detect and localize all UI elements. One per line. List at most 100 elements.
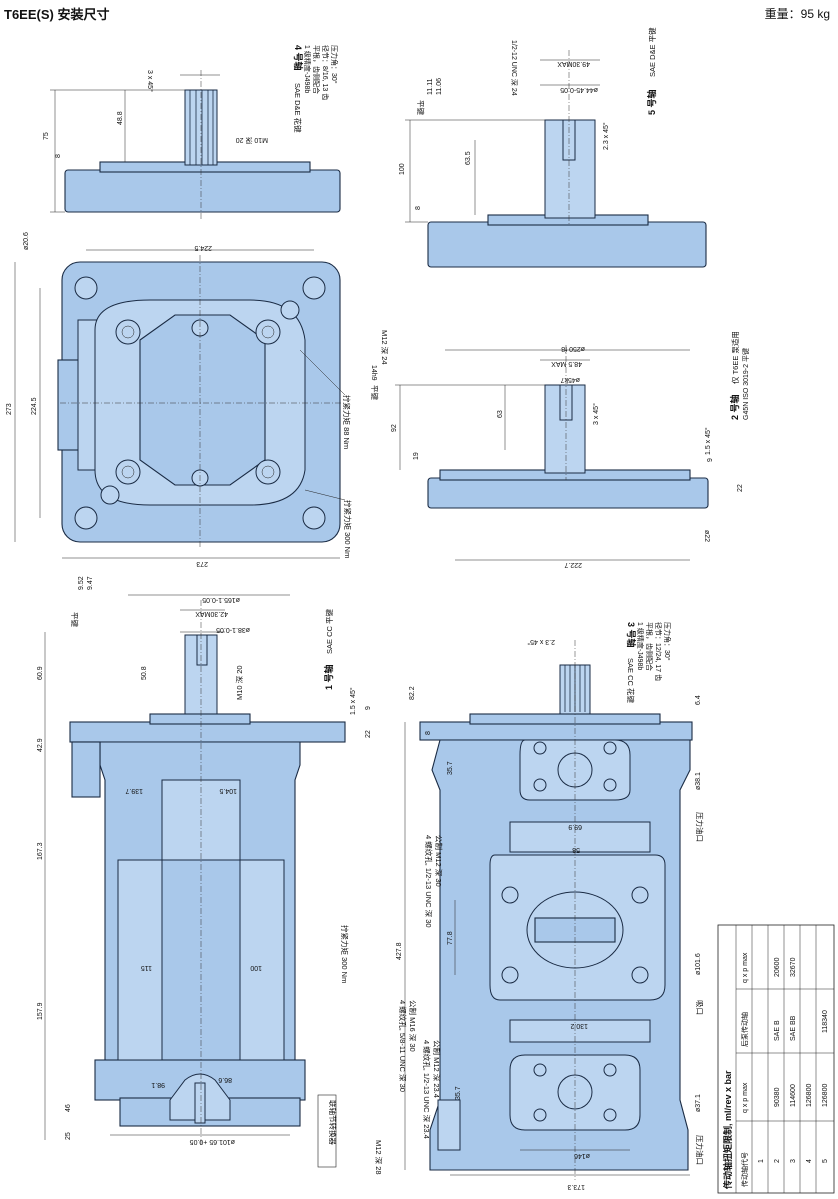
- shaft3-title: 3 号轴: [626, 622, 637, 648]
- flange-face-view: 224.5 ø20.6 273 224.5 273 拧紧力矩 88 Nm 拧紧力…: [6, 232, 353, 567]
- top-d273b: 273: [196, 560, 208, 567]
- front-d115: 115: [141, 964, 152, 971]
- shaft1-m10: M10 深 20: [235, 665, 244, 700]
- table-header-0: 传动轴代号: [740, 1152, 749, 1187]
- shaft1-d381: ø38.1-0.05: [216, 626, 250, 633]
- shaft2-m12: M12 深 24: [380, 330, 389, 365]
- weight-label: 重量：95 kg: [764, 7, 830, 21]
- table-header-1: q x p max: [742, 1082, 749, 1113]
- shaft2-d250: ø250 f8: [561, 345, 585, 352]
- shaft3-spec2: 平根，齿侧配合: [645, 622, 654, 671]
- top-torque2: 拧紧力矩 300 Nm: [343, 500, 353, 558]
- table-cell-3-1: 126800: [806, 1084, 813, 1107]
- table-cell-1-3: 20600: [774, 957, 781, 977]
- front-d1397: 139.7: [125, 787, 143, 794]
- side-unc1m: 公制 M12 深 30: [434, 835, 444, 887]
- shaft5-type: SAE D&E 平键: [647, 27, 657, 77]
- shaft4-type: SAE D&E 花键: [293, 83, 303, 133]
- table-title: 传动轴扭矩限制, ml/rev x bar: [722, 1070, 733, 1190]
- top-d2245: 224.5: [194, 244, 212, 251]
- side-dia381: ø38.1: [695, 772, 702, 790]
- shaft2-title: 2 号轴: [729, 394, 740, 420]
- front-bore: ø101.65 +0.05: [190, 1138, 235, 1145]
- side-d357b: 35.7: [455, 1086, 462, 1100]
- table-cell-1-0: 2: [774, 1159, 781, 1163]
- shaft5-d1111: 11.11: [427, 78, 434, 95]
- side-dia1016: ø101.6: [695, 953, 702, 975]
- table-cell-5-1: 118340: [822, 1010, 829, 1033]
- shaft3-spec1: 1 级精度-J498b: [636, 622, 645, 670]
- shaft4-chamfer: 3 x 45°: [146, 70, 154, 92]
- page-title: T6EE(S) 安装尺寸: [4, 7, 110, 22]
- front-d1579: 157.9: [37, 1002, 44, 1020]
- side-d1302: 130.2: [570, 1022, 588, 1029]
- side-view: 2.3 x 45° 82.2 8 6.4 3 号轴 SAE CC 花键 1 级精…: [374, 622, 705, 1190]
- shaft2-d63: 63: [497, 410, 504, 418]
- front-d1045: 104.5: [219, 787, 237, 794]
- side-d4278: 427.8: [396, 942, 403, 960]
- shaft1-title: 1 号轴: [323, 664, 334, 690]
- shaft1-d952: 9.52: [78, 576, 85, 590]
- shaft5-title: 5 号轴: [646, 89, 657, 115]
- shaft4-spec3: 径节：8/16, 13 齿: [321, 45, 330, 100]
- shaft1-d4230: 42.30MAX: [195, 610, 228, 617]
- shaft2-d222: ø22: [703, 530, 710, 542]
- front-d429: 42.9: [37, 738, 44, 752]
- shaft5-d4930: 49.30MAX: [557, 60, 590, 67]
- shaft1-d508: 50.8: [141, 666, 148, 680]
- shaft2-key: 平键: [370, 385, 380, 400]
- side-d778: 77.8: [447, 931, 454, 945]
- shaft5-chamfer: 2.3 x 45°: [602, 122, 610, 150]
- shaft2-d22: 22: [737, 484, 744, 492]
- side-d699: 69.9: [568, 823, 582, 830]
- front-d46: 46: [65, 1104, 72, 1112]
- table-cell-2-0: 3: [790, 1159, 797, 1163]
- front-torque: 拧紧力矩 300 Nm: [340, 925, 350, 983]
- shaft2-chamfer: 3 x 45°: [592, 403, 600, 425]
- torque-table: 传动轴扭矩限制, ml/rev x bar 传动轴代号 q x p max 后泵…: [717, 924, 835, 1194]
- shaft2-chamfer2: 1.5 x 45°: [704, 427, 712, 455]
- front-d866: 86.6: [218, 1076, 232, 1083]
- side-unc1: 4 螺纹孔, 1/2-13 UNC 深 30: [424, 835, 434, 928]
- table-cell-0-0: 1: [758, 1159, 765, 1163]
- shaft3-d8: 8: [425, 731, 432, 735]
- table-cell-4-1: 126800: [822, 1084, 829, 1107]
- side-dia371: ø37.1: [695, 1094, 702, 1112]
- side-d1733: 173.3: [567, 1183, 585, 1190]
- front-view: ø165.1-0.05 42.30MAX ø38.1-0.05 50.8 60.…: [37, 576, 372, 1168]
- shaft5-dia: ø44.45-0.05: [560, 86, 598, 93]
- table-cell-4-0: 5: [822, 1159, 829, 1163]
- side-d146: ø146: [574, 1152, 590, 1159]
- shaft2-note1: 仅 T6EE 泵适用: [730, 331, 740, 384]
- table-header-3: q x p max: [742, 952, 749, 983]
- front-d25: 25: [65, 1132, 72, 1140]
- table-cell-1-1: 90380: [774, 1087, 781, 1107]
- shaft1-d947: 9.47: [87, 576, 94, 590]
- side-press1: 压力油口: [695, 812, 705, 842]
- side-unc2: 4 螺纹孔, 5/8-11 UNC 深 30: [398, 1000, 408, 1092]
- shaft2-d485: 48.5 MAX: [551, 360, 582, 367]
- shaft5-d100: 100: [399, 163, 406, 175]
- shaft5-key: 平键: [416, 100, 426, 115]
- shaft4-view: 75 48.8 8 3 x 45° M10 深 20 4 号轴 SAE D&E …: [43, 45, 341, 220]
- shaft3-d64: 6.4: [695, 695, 702, 705]
- front-d1673: 167.3: [37, 842, 44, 860]
- side-d58: 58: [572, 846, 580, 853]
- shaft4-spec4: 压力角：30°: [330, 45, 339, 84]
- side-unc3: 4 螺纹孔, 1/2-13 UNC 深 23.4: [422, 1040, 432, 1139]
- shaft2-d9: 9: [707, 458, 714, 462]
- front-rot: 联轴节转换器: [328, 1100, 338, 1145]
- shaft4-m10: M10 深 20: [236, 136, 268, 145]
- shaft1-d609: 60.9: [37, 666, 44, 680]
- side-m12b: M12 深 28: [374, 1140, 383, 1175]
- shaft1-d1651: ø165.1-0.05: [202, 596, 240, 603]
- front-d100: 100: [250, 964, 262, 971]
- shaft1-key: 平键: [70, 612, 80, 627]
- shaft5-d635: 63.5: [465, 151, 472, 165]
- shaft5-unc: 1/2-12 UNC 深 24: [510, 40, 519, 96]
- shaft4-title: 4 号轴: [293, 45, 304, 71]
- table-header-2: 后泵传动轴: [740, 1012, 749, 1047]
- top-torque1: 拧紧力矩 88 Nm: [342, 395, 352, 449]
- table-cell-2-3: 32670: [790, 957, 797, 977]
- shaft4-d8: 8: [55, 154, 62, 158]
